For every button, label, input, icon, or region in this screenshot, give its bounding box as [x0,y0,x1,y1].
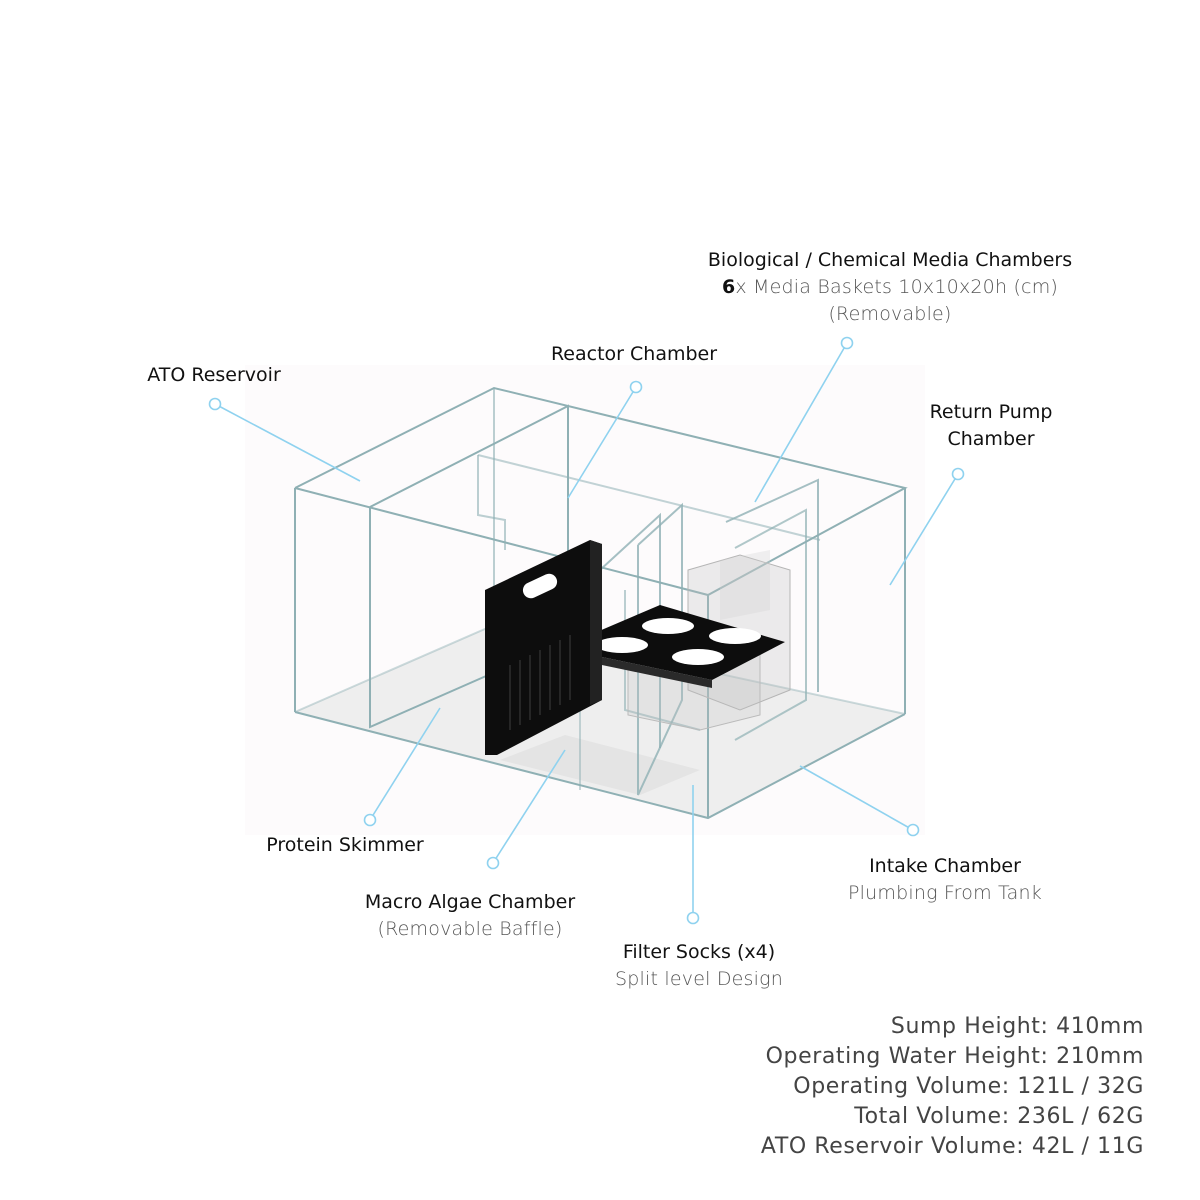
skimmer-title: Protein Skimmer [266,834,424,856]
sock-hole-3 [709,628,761,644]
specs-block: Sump Height: 410mm Operating Water Heigh… [761,1012,1144,1162]
spec-sump-height: Sump Height: 410mm [890,1014,1144,1039]
intake-note: Plumbing From Tank [848,882,1042,904]
sock-hole-1 [596,637,648,653]
socks-pin [686,911,700,925]
socks-title: Filter Socks (x4) [622,941,776,963]
media-detail-text: x Media Baskets 10x10x20h (cm) [735,276,1059,298]
filter-socks-label: Filter Socks (x4) Split level Design [599,939,799,993]
intake-title: Intake Chamber [869,855,1021,877]
intake-pin [906,823,920,837]
media-pin [840,336,854,350]
media-count: 6 [721,276,736,298]
sock-hole-4 [672,649,724,665]
return-pump-pin [951,467,965,481]
sock-hole-2 [642,618,694,634]
return-pump-line2: Chamber [947,428,1035,450]
skimmer-pin [363,813,377,827]
spec-total-volume: Total Volume: 236L / 62G [854,1104,1144,1129]
macro-pin [486,856,500,870]
media-title: Biological / Chemical Media Chambers [707,249,1073,271]
reactor-pin [629,380,643,394]
return-pump-line1: Return Pump [929,401,1053,423]
ato-title: ATO Reservoir [147,364,281,386]
media-note: (Removable) [828,303,952,325]
tank-floor [295,625,905,818]
protein-skimmer-label: Protein Skimmer [250,832,440,859]
socks-note: Split level Design [615,968,783,990]
reactor-title: Reactor Chamber [550,343,718,365]
filter-sock-plate [578,605,785,688]
intake-chamber-label: Intake Chamber Plumbing From Tank [835,853,1055,907]
black-baffle [485,540,602,755]
spec-operating-volume: Operating Volume: 121L / 32G [793,1074,1144,1099]
ato-reservoir-label: ATO Reservoir [134,362,294,389]
spec-ato-volume: ATO Reservoir Volume: 42L / 11G [760,1134,1144,1159]
return-pump-label: Return Pump Chamber [901,399,1081,453]
macro-title: Macro Algae Chamber [364,891,576,913]
ato-pin [208,397,222,411]
media-detail: 6x Media Baskets 10x10x20h (cm) [690,274,1090,301]
spec-water-height: Operating Water Height: 210mm [765,1044,1144,1069]
floor-shadow [500,735,700,795]
macro-algae-label: Macro Algae Chamber (Removable Baffle) [350,889,590,943]
media-chambers-label: Biological / Chemical Media Chambers 6x … [690,247,1090,328]
reactor-chamber-label: Reactor Chamber [534,341,734,368]
macro-note: (Removable Baffle) [377,918,563,940]
leader-lines [208,336,965,925]
